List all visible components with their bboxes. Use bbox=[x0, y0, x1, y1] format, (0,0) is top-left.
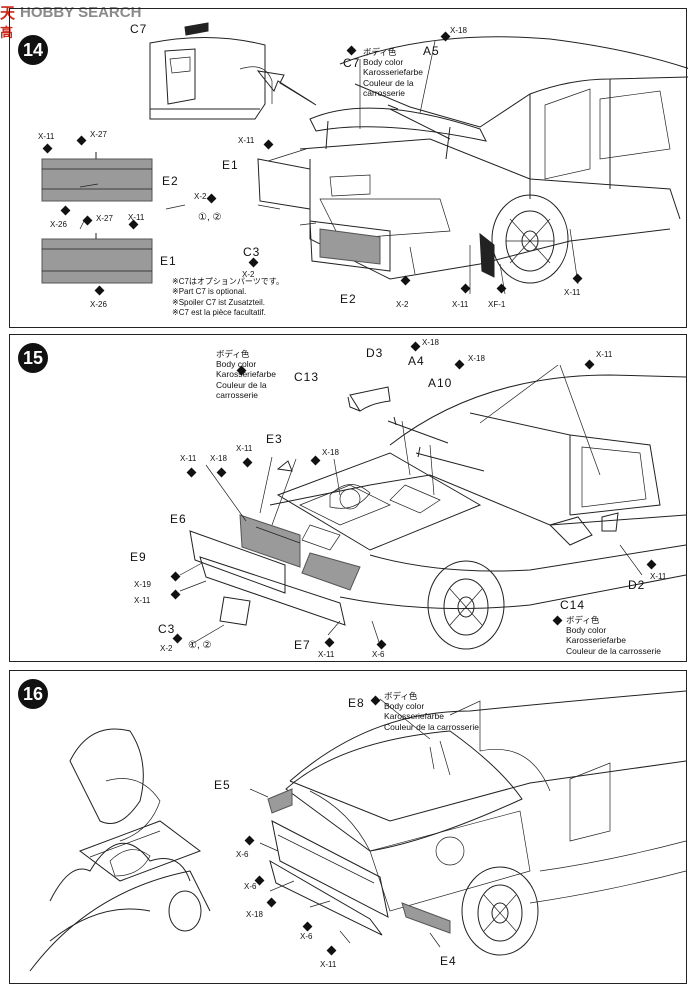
part-label-e3: E3 bbox=[266, 432, 283, 446]
part-label-c3: C3 bbox=[158, 622, 176, 636]
screw-label-x6-c: X-6 bbox=[300, 932, 313, 941]
screw-label-x6-a: X-6 bbox=[236, 850, 249, 859]
part-label-d3: D3 bbox=[366, 346, 384, 360]
screw-label-x11-top: X-11 bbox=[596, 350, 613, 359]
screw-label-x11-d: X-11 bbox=[452, 300, 469, 309]
screw-label-x6-b: X-6 bbox=[244, 882, 257, 891]
part-label-a4: A4 bbox=[408, 354, 425, 368]
screw-label-x11-a: X-11 bbox=[38, 132, 55, 141]
part-label-e9: E9 bbox=[130, 550, 147, 564]
part-label-e5: E5 bbox=[214, 778, 231, 792]
part-label-c14: C14 bbox=[560, 598, 586, 612]
watermark-logo-en: HOBBY SEARCH bbox=[20, 3, 142, 21]
screw-label-x27-a: X-27 bbox=[90, 130, 107, 139]
screw-label-x18-b: X-18 bbox=[468, 354, 485, 363]
circled-numbers-15: ①, ② bbox=[188, 640, 212, 651]
circled-numbers-14: ①, ② bbox=[198, 212, 222, 223]
part-label-e6: E6 bbox=[170, 512, 187, 526]
screw-label-x2-a: X-2 bbox=[194, 192, 207, 201]
screw-label-x26-a: X-26 bbox=[50, 220, 67, 229]
screw-label-x18: X-18 bbox=[450, 26, 467, 35]
part-label-e4: E4 bbox=[440, 954, 457, 968]
part-label-a5: A5 bbox=[423, 44, 440, 58]
screw-label-x11-b: X-11 bbox=[128, 213, 145, 222]
step-14-illustration bbox=[41, 22, 688, 295]
screw-label-x18-d: X-18 bbox=[322, 448, 339, 457]
part-label-c7-body: C7 bbox=[343, 56, 361, 70]
screw-label-x19: X-19 bbox=[134, 580, 151, 589]
screw-label-x11-c: X-11 bbox=[238, 136, 255, 145]
screw-label-x18: X-18 bbox=[246, 910, 263, 919]
screw-label-x2-b: X-2 bbox=[242, 270, 255, 279]
part-label-e2-side: E2 bbox=[162, 174, 179, 188]
screw-label-x18-c: X-18 bbox=[210, 454, 227, 463]
screw-label-x11-a: X-11 bbox=[180, 454, 197, 463]
step-15-panel: 15 bbox=[9, 334, 687, 662]
step-number: 16 bbox=[18, 679, 48, 709]
screw-label-x11-d: X-11 bbox=[318, 650, 335, 659]
part-label-c7-top: C7 bbox=[130, 22, 148, 36]
screw-label-x27-b: X-27 bbox=[96, 214, 113, 223]
screw-label-x11-c: X-11 bbox=[134, 596, 151, 605]
part-label-e1-side: E1 bbox=[160, 254, 177, 268]
step-number: 14 bbox=[18, 35, 48, 65]
part-label-e2-bottom: E2 bbox=[340, 292, 357, 306]
part-label-e1-left: E1 bbox=[222, 158, 239, 172]
screw-label-xf1: XF-1 bbox=[488, 300, 506, 309]
screw-label-x6: X-6 bbox=[372, 650, 385, 659]
screw-label-x2-c: X-2 bbox=[396, 300, 409, 309]
part-label-a10: A10 bbox=[428, 376, 453, 390]
screw-label-x18-a: X-18 bbox=[422, 338, 439, 347]
step-15-illustration bbox=[179, 364, 687, 650]
screw-label-x2: X-2 bbox=[160, 644, 173, 653]
screw-label-x11: X-11 bbox=[320, 960, 337, 969]
screw-label-x11-e: X-11 bbox=[650, 572, 667, 581]
screw-label-x11-b: X-11 bbox=[236, 444, 253, 453]
part-label-c13: C13 bbox=[294, 370, 320, 384]
screw-label-x11-e: X-11 bbox=[564, 288, 581, 297]
part-label-d2: D2 bbox=[628, 578, 646, 592]
part-label-e7: E7 bbox=[294, 638, 311, 652]
part-label-e8: E8 bbox=[348, 696, 365, 710]
step-16-illustration bbox=[29, 690, 687, 972]
part-label-c3: C3 bbox=[243, 245, 261, 259]
step-number: 15 bbox=[18, 343, 48, 373]
screw-label-x26-b: X-26 bbox=[90, 300, 107, 309]
step-16-panel: 16 E8 bbox=[9, 670, 687, 984]
optional-part-note: ※C7はオプションパーツです。※Part C7 is optional.※Spo… bbox=[172, 277, 284, 318]
step-14-panel: 14 bbox=[9, 8, 688, 328]
